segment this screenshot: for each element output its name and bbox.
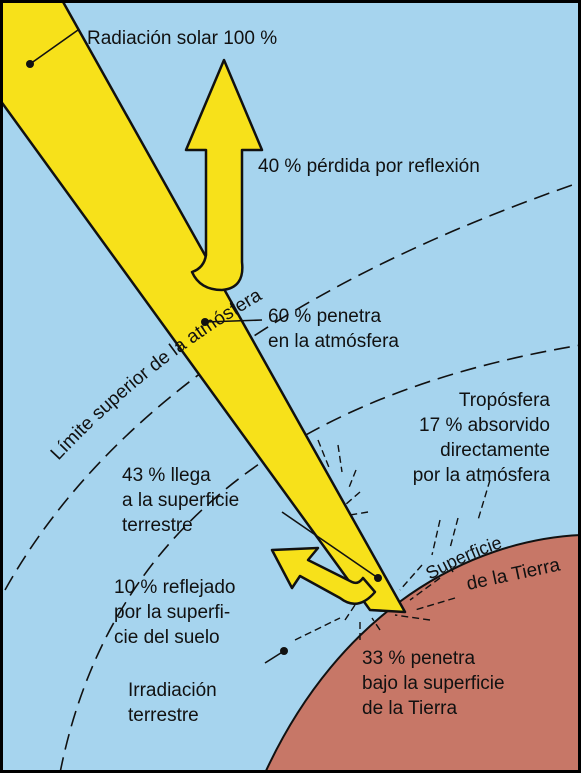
ground-reflection-label-line1: 10 % reflejado (114, 577, 235, 598)
penetrate-atmosphere-label-line2: en la atmósfera (268, 331, 399, 352)
reflection-loss-label: 40 % pérdida por reflexión (258, 156, 480, 177)
below-surface-label-line2: bajo la superficie (362, 673, 505, 694)
below-surface-label-line3: de la Tierra (362, 698, 457, 719)
terrestrial-irradiation-label-line2: terrestre (128, 705, 199, 726)
penetrate-atmosphere-label-line1: 60 % penetra (268, 306, 381, 327)
reach-surface-label-line2: a la superficie (122, 490, 239, 511)
leader-dots (26, 60, 382, 655)
reach-surface-label-line3: terrestre (122, 515, 193, 536)
solar-radiation-beam (0, 0, 407, 614)
troposphere-absorbed-label-line3: por la atmósfera (413, 465, 551, 486)
terrestrial-irradiation-label-line1: Irradiación (128, 680, 217, 701)
troposphere-absorbed-label-line1: 17 % absorvido (419, 415, 550, 436)
below-surface-label-line1: 33 % penetra (362, 648, 475, 669)
ground-reflection-label-line2: por la superfi- (114, 602, 230, 623)
reflection-loss-arrow (184, 58, 264, 292)
reach-surface-label-line1: 43 % llega (122, 465, 211, 486)
troposphere-boundary-line (59, 344, 581, 773)
solar-radiation-label: Radiación solar 100 % (87, 28, 277, 49)
troposphere-absorbed-label-line2: directamente (440, 440, 550, 461)
ground-reflection-label-line3: cie del suelo (114, 627, 220, 648)
ground-reflection-arrow (270, 546, 377, 605)
troposphere-label: Tropósfera (459, 390, 551, 411)
absorption-scatter-lines (294, 439, 491, 641)
